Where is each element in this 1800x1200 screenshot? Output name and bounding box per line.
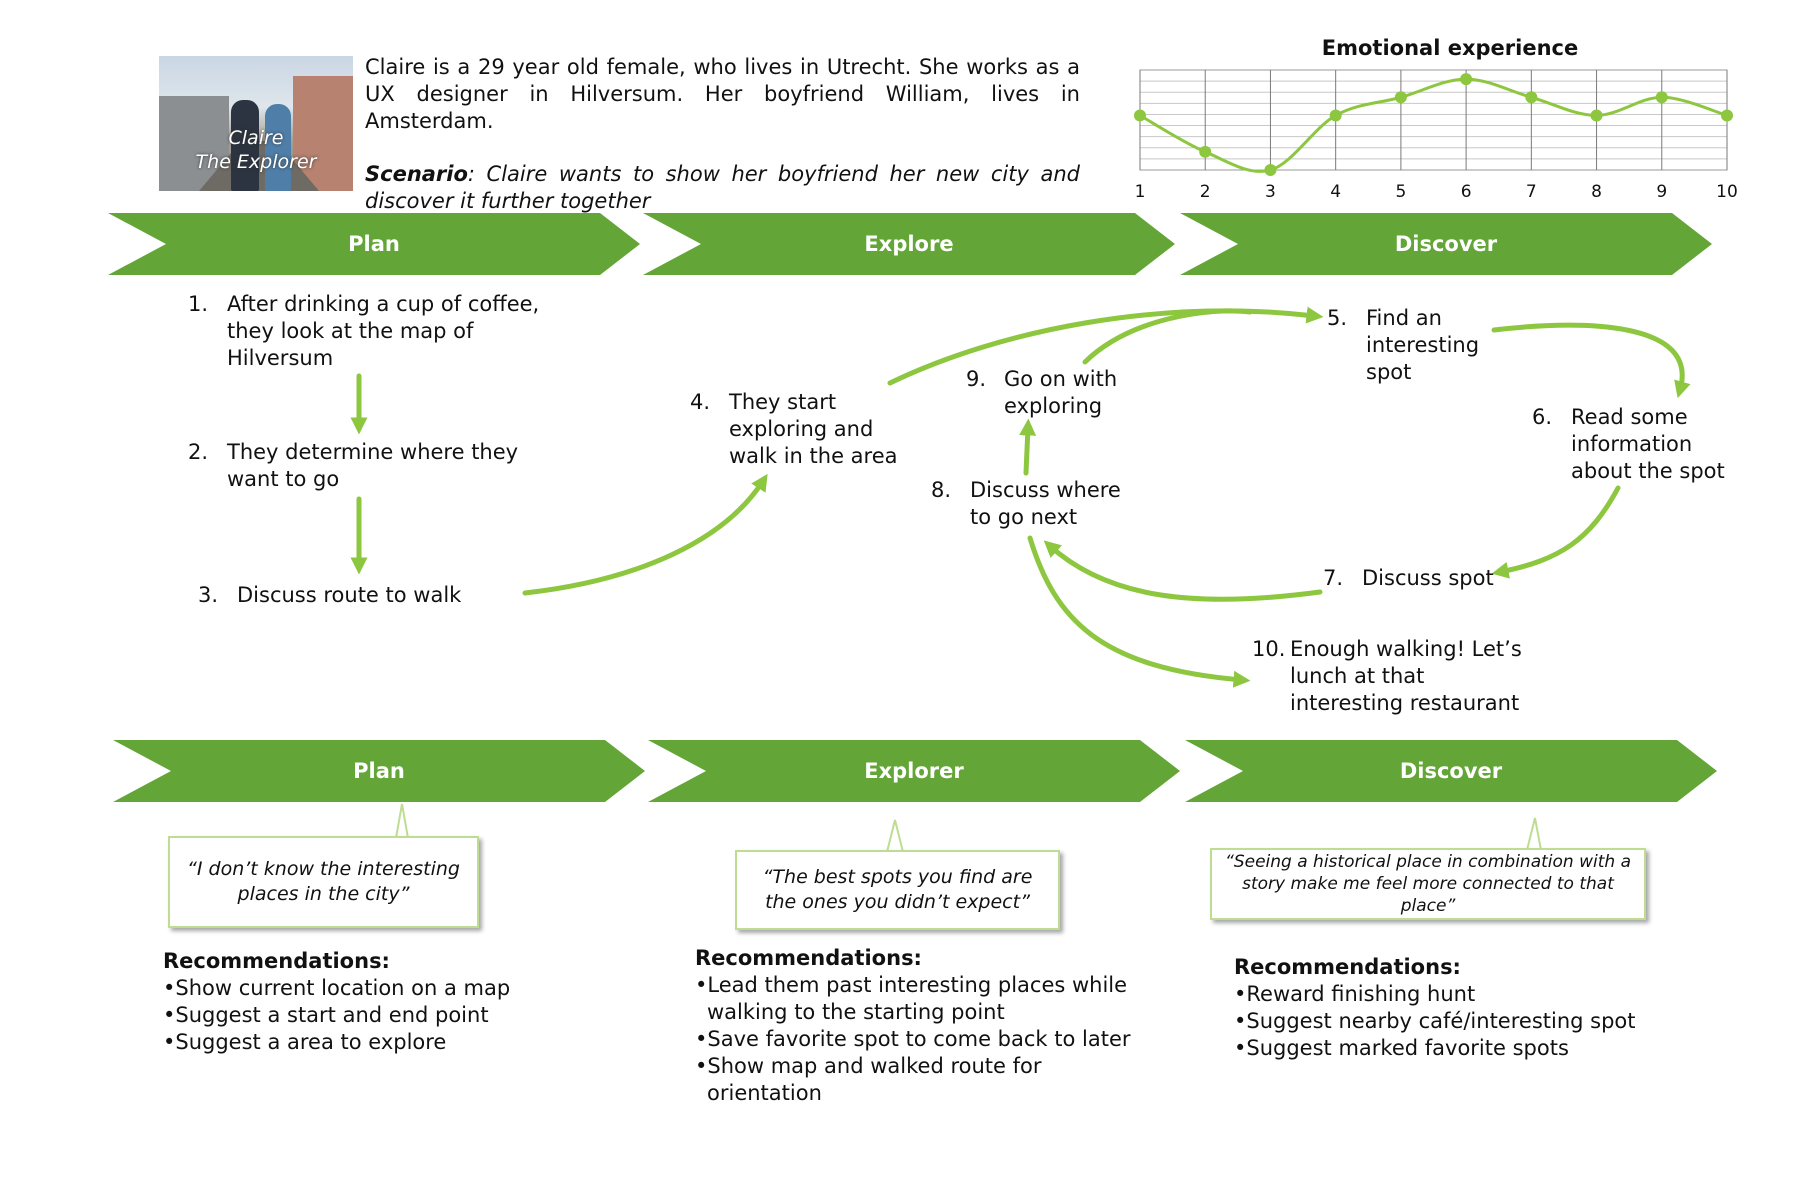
bottom-stage-discover: Discover [1185, 740, 1717, 802]
step-4-number: 4. [690, 390, 711, 414]
photo-caption-role: The Explorer [195, 151, 317, 173]
recommendations-discover: Recommendations: •Reward finishing hunt … [1234, 954, 1674, 1062]
chart-x-tick-label: 9 [1656, 182, 1667, 202]
recommendations-discover-title: Recommendations: [1234, 955, 1461, 979]
quote-explorer-text: “The best spots you find are the ones yo… [762, 866, 1033, 913]
chart-title: Emotional experience [1321, 36, 1579, 60]
arrow-5-to-6 [1491, 322, 1691, 399]
chart-point-10 [1721, 109, 1733, 122]
step-8-number: 8. [931, 478, 952, 502]
quote-discover-tail [1525, 817, 1543, 850]
quote-explorer: “The best spots you find are the ones yo… [735, 850, 1060, 930]
persona-photo: Claire The Explorer [159, 56, 353, 191]
step-7-number: 7. [1323, 566, 1344, 590]
chart-point-6 [1460, 73, 1473, 86]
recommendation-item: •Suggest a start and end point [163, 1003, 489, 1027]
arrow-9-to-5 [1082, 308, 1253, 365]
scenario-label: Scenario [365, 162, 468, 186]
stage-explore-label: Explore [864, 232, 954, 256]
recommendations-explorer: Recommendations: •Lead them past interes… [695, 945, 1135, 1107]
step-4-text: They start exploring and walk in the are… [729, 390, 898, 468]
recommendation-item: •Save favorite spot to come back to late… [695, 1027, 1131, 1051]
chart-x-tick-label: 6 [1461, 182, 1472, 202]
chart-x-tick-label: 3 [1265, 182, 1276, 202]
step-3-text: Discuss route to walk [237, 583, 462, 607]
recommendation-item: •Show current location on a map [163, 976, 511, 1000]
recommendation-item: •Suggest marked favorite spots [1234, 1036, 1569, 1060]
recommendation-item: •Reward finishing hunt [1234, 982, 1476, 1006]
chart-series-line [1139, 77, 1728, 173]
quote-discover: “Seeing a historical place in combinatio… [1210, 848, 1646, 920]
step-6-number: 6. [1532, 405, 1553, 429]
chart-x-tick-label: 7 [1526, 182, 1537, 202]
quote-plan-text: “I don’t know the interesting places in … [187, 858, 460, 905]
photo-caption: Claire The Explorer [159, 126, 353, 174]
chart-point-3 [1264, 164, 1277, 176]
arrow-6-to-7 [1491, 485, 1621, 579]
quote-explorer-tail [885, 819, 905, 852]
recommendation-item: •Show map and walked route for orientati… [695, 1054, 1042, 1105]
stage-explore: Explore [643, 213, 1175, 275]
chart-point-1 [1134, 109, 1146, 122]
chart-point-9 [1655, 91, 1668, 104]
stage-discover-label: Discover [1394, 232, 1498, 256]
photo-caption-name: Claire [228, 127, 284, 149]
step-7-text: Discuss spot [1362, 566, 1494, 590]
recommendation-item: •Lead them past interesting places while… [695, 973, 1128, 1024]
chart-point-5 [1394, 91, 1407, 104]
chart-x-tick-label: 5 [1395, 182, 1406, 202]
quote-plan: “I don’t know the interesting places in … [168, 836, 479, 928]
bottom-stage-explorer: Explorer [648, 740, 1180, 802]
step-2-text: They determine where they want to go [227, 440, 519, 491]
step-6-text: Read some information about the spot [1571, 405, 1725, 483]
step-9-number: 9. [966, 367, 987, 391]
emotion-chart: 1 2 3 4 5 6 7 8 9 10 [1134, 69, 1738, 202]
stage-plan: Plan [108, 213, 640, 275]
chart-point-4 [1329, 109, 1342, 122]
recommendations-explorer-title: Recommendations: [695, 946, 922, 970]
step-1-number: 1. [188, 292, 209, 316]
arrow-8-to-9 [1019, 418, 1037, 476]
persona-description: Claire is a 29 year old female, who live… [365, 55, 1080, 133]
step-5-text: Find an interesting spot [1366, 306, 1480, 384]
stage-discover: Discover [1180, 213, 1712, 275]
chart-point-7 [1525, 91, 1538, 104]
step-8-text: Discuss where to go next [970, 478, 1121, 529]
recommendations-plan: Recommendations: •Show current location … [163, 948, 563, 1056]
persona-intro: Claire is a 29 year old female, who live… [365, 54, 1080, 215]
step-3-number: 3. [198, 583, 219, 607]
bottom-stage-explorer-label: Explorer [864, 759, 964, 783]
recommendation-item: •Suggest nearby café/interesting spot [1234, 1009, 1636, 1033]
stage-plan-label: Plan [348, 232, 400, 256]
arrow-8-to-10 [1027, 535, 1251, 688]
recommendations-plan-title: Recommendations: [163, 949, 390, 973]
persona-scenario: Scenario: Claire wants to show her boyfr… [365, 161, 1080, 215]
quote-discover-text: “Seeing a historical place in combinatio… [1225, 852, 1631, 916]
step-10-text: Enough walking! Let’s lunch at that inte… [1290, 637, 1522, 715]
step-2-number: 2. [188, 440, 209, 464]
chart-point-2 [1199, 145, 1212, 158]
bottom-stage-plan-label: Plan [353, 759, 405, 783]
step-1-text: After drinking a cup of coffee, they loo… [227, 292, 540, 370]
chart-x-tick-label: 10 [1716, 182, 1738, 202]
scenario-text: : Claire wants to show her boyfriend her… [365, 162, 1080, 213]
bottom-stage-plan: Plan [113, 740, 645, 802]
arrow-3-to-4 [522, 473, 768, 596]
chart-x-tick-label: 4 [1330, 182, 1341, 202]
bottom-stage-discover-label: Discover [1399, 759, 1503, 783]
chart-x-tick-label: 2 [1200, 182, 1211, 202]
recommendation-item: •Suggest a area to explore [163, 1030, 447, 1054]
chart-point-8 [1590, 109, 1603, 122]
chart-x-tick-label: 1 [1135, 182, 1146, 202]
step-5-number: 5. [1327, 306, 1348, 330]
step-10-number: 10. [1252, 637, 1286, 661]
quote-plan-tail [394, 803, 410, 838]
arrow-7-to-8 [1043, 540, 1323, 602]
step-9-text: Go on with exploring [1004, 367, 1118, 418]
chart-x-tick-label: 8 [1591, 182, 1602, 202]
